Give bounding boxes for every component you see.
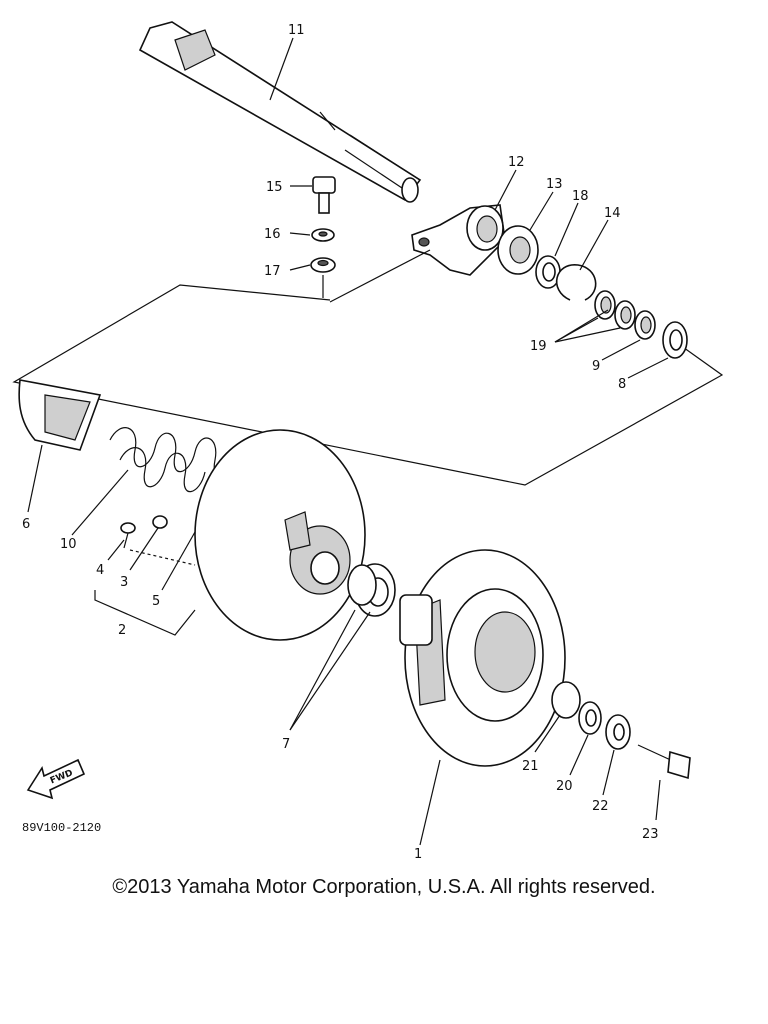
bearing-13-part: [497, 225, 539, 275]
callout-8: 8: [618, 377, 626, 392]
callout-17: 17: [264, 264, 281, 279]
circlip-14-part: [555, 264, 597, 301]
callout-3: 3: [120, 575, 128, 590]
callout-21: 21: [522, 759, 539, 774]
bolt-23-part: [637, 744, 691, 780]
collar-19b-part: [614, 300, 636, 330]
bearing-housing-12-part: [411, 204, 506, 276]
callout-1: 1: [414, 847, 422, 860]
callout-10: 10: [60, 537, 77, 552]
nut-17-part: [310, 257, 336, 273]
ring-18-part: [535, 255, 561, 289]
callout-16: 16: [264, 227, 281, 242]
screw-4-part: [120, 522, 136, 549]
callout-12: 12: [508, 155, 525, 170]
callout-4: 4: [96, 563, 104, 578]
cam-6-part: [18, 379, 102, 451]
bolt-15-part: [312, 176, 336, 214]
callout-18: 18: [572, 189, 589, 204]
callout-14: 14: [604, 206, 621, 221]
callout-6: 6: [22, 517, 30, 532]
exploded-parts-diagram: FWD 11 15 16 17 12 13 18 14 19 9 8 6 10 …: [12, 21, 724, 860]
callout-19: 19: [530, 339, 547, 354]
callout-22: 22: [592, 799, 609, 814]
weight-3-part: [152, 515, 168, 529]
washer-20-part: [578, 701, 602, 735]
washer-16-part: [311, 228, 335, 242]
roller-7-part: [347, 563, 396, 617]
callout-15: 15: [266, 180, 283, 195]
callout-9: 9: [592, 359, 600, 374]
spring-10-part: [109, 427, 236, 493]
callout-11: 11: [288, 23, 305, 38]
fwd-arrow-icon: FWD: [26, 758, 86, 800]
callout-20: 20: [556, 779, 573, 794]
callout-7: 7: [282, 737, 290, 752]
callout-13: 13: [546, 177, 563, 192]
callout-5: 5: [152, 594, 160, 609]
copyright-notice: ©2013 Yamaha Motor Corporation, U.S.A. A…: [112, 876, 656, 898]
fixed-sheave-1-part: [399, 549, 566, 767]
washer-8-part: [662, 321, 688, 359]
collar-21-part: [551, 681, 581, 719]
movable-sheave-5-part: [194, 429, 366, 641]
washer-22-part: [605, 714, 631, 750]
callout-2: 2: [118, 623, 126, 638]
collar-19a-part: [594, 290, 616, 320]
part-number-label: 89V100-2120: [22, 821, 101, 835]
leader-lines: [27, 37, 669, 846]
shaft-part: [138, 21, 422, 203]
collar-9-part: [634, 310, 656, 340]
callout-23: 23: [642, 827, 659, 842]
